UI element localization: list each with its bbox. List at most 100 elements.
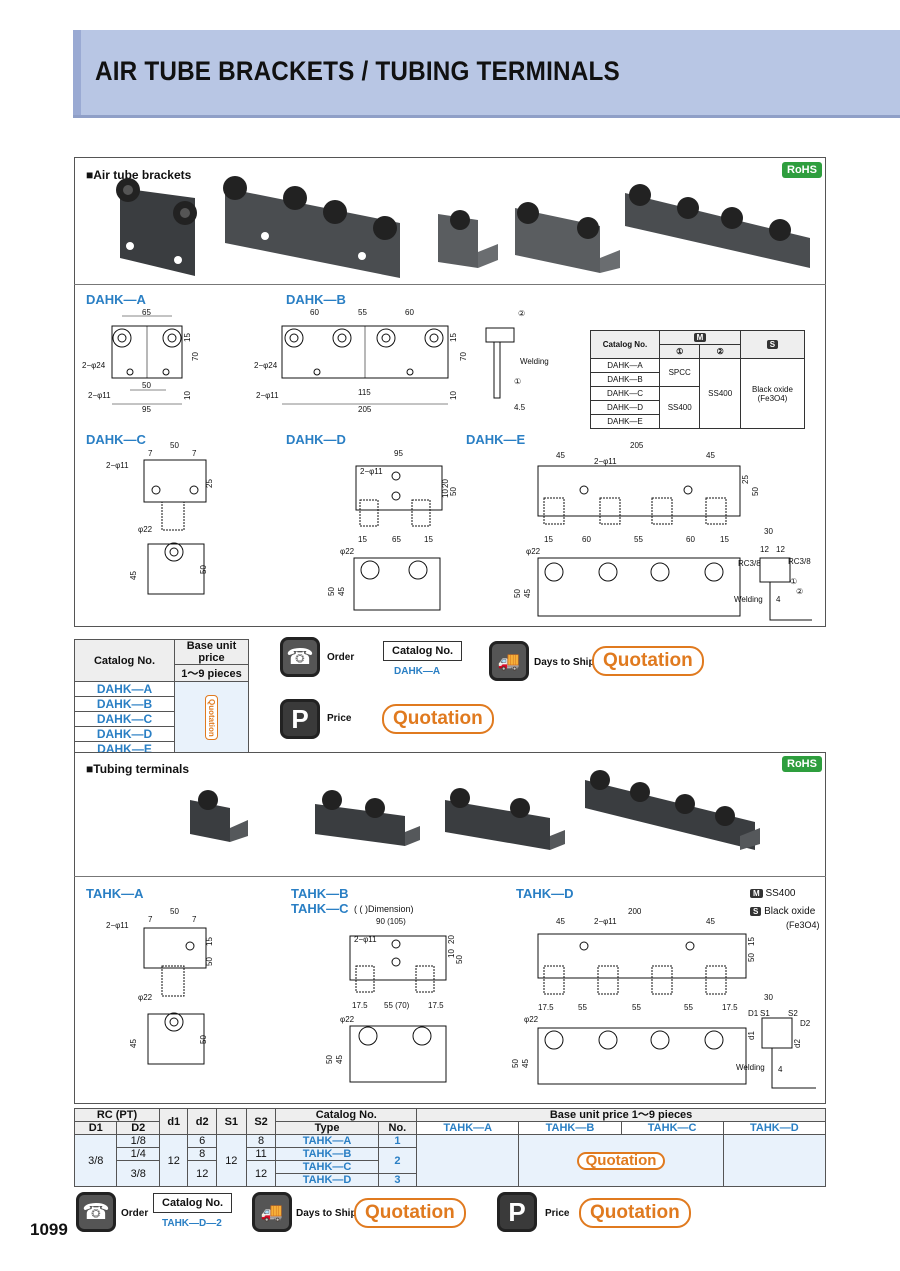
model-label-dahk-c: DAHK—C bbox=[86, 432, 146, 447]
svg-text:115: 115 bbox=[358, 388, 371, 397]
spec-s2-value-0: 8 bbox=[245, 1134, 277, 1148]
drawing-dahk-c: 50 7 7 2−φ11 25 φ22 45 50 bbox=[106, 441, 214, 595]
price-row-b: DAHK—B bbox=[74, 696, 175, 712]
quotation-badge: Quotation bbox=[205, 694, 218, 741]
svg-text:φ22: φ22 bbox=[138, 993, 153, 1002]
svg-text:7: 7 bbox=[148, 915, 153, 924]
photo-dahk-a bbox=[116, 178, 197, 276]
spec-d2s-value-1: 8 bbox=[187, 1147, 217, 1161]
photo-dahk-e bbox=[625, 184, 810, 268]
svg-text:50: 50 bbox=[199, 1035, 208, 1044]
svg-text:45: 45 bbox=[129, 571, 138, 580]
svg-text:50: 50 bbox=[170, 907, 179, 916]
spec-D1-header: D1 bbox=[73, 1121, 118, 1135]
model-label-tahk-a: TAHK—A bbox=[86, 886, 144, 901]
svg-text:45: 45 bbox=[556, 917, 565, 926]
spec-price-col-b: TAHK—B bbox=[518, 1121, 622, 1135]
svg-text:φ22: φ22 bbox=[524, 1015, 539, 1024]
photo-dahk-c bbox=[438, 210, 498, 268]
order-catalog-example: DAHK—A bbox=[394, 666, 441, 677]
photo-tahk-d bbox=[585, 770, 760, 850]
photo-tahk-b bbox=[315, 790, 420, 846]
drawing-tahk-bc: 90 (105) 2−φ11 20 10 50 17.5 55 (70) 17.… bbox=[325, 917, 464, 1083]
svg-text:Welding: Welding bbox=[520, 357, 549, 366]
svg-text:55 (70): 55 (70) bbox=[384, 1001, 410, 1010]
mat-m-header: M bbox=[658, 330, 741, 345]
svg-text:7: 7 bbox=[148, 449, 153, 458]
svg-text:17.5: 17.5 bbox=[352, 1001, 368, 1010]
mat-col1: ① bbox=[658, 344, 701, 359]
spec-price-quote-cell: Quotation bbox=[518, 1134, 724, 1187]
spec-type-0: TAHK—A bbox=[275, 1134, 379, 1148]
svg-text:50: 50 bbox=[747, 953, 756, 962]
spec-s2-value-2: 12 bbox=[245, 1160, 277, 1187]
brackets-divider bbox=[74, 284, 826, 285]
svg-text:45: 45 bbox=[706, 451, 715, 460]
model-label-dahk-b: DAHK—B bbox=[286, 292, 346, 307]
price-quotation-button[interactable]: Quotation bbox=[382, 704, 494, 734]
svg-text:20: 20 bbox=[441, 479, 450, 488]
svg-text:2−φ24: 2−φ24 bbox=[82, 361, 106, 370]
svg-text:RC3/8: RC3/8 bbox=[738, 559, 761, 568]
phone-icon: ☎ bbox=[280, 637, 320, 677]
terminals-divider bbox=[74, 876, 826, 877]
drawing-bracket-side: ② Welding ① 4.5 bbox=[485, 309, 549, 412]
svg-text:2−φ11: 2−φ11 bbox=[360, 467, 383, 476]
drawing-tahk-d: 200 45 2−φ11 45 15 50 17.5 55 55 55 17.5… bbox=[511, 907, 816, 1089]
spec-D2-header: D2 bbox=[116, 1121, 160, 1135]
order-label-terminals: Order bbox=[121, 1208, 149, 1219]
drawing-dahk-b: 60 55 60 2−φ24 2−φ11 115 205 70 15 10 bbox=[254, 308, 468, 414]
svg-text:50: 50 bbox=[455, 955, 464, 964]
svg-text:S2: S2 bbox=[788, 1009, 798, 1018]
svg-text:50: 50 bbox=[449, 487, 458, 496]
title-band: AIR TUBE BRACKETS / TUBING TERMINALS bbox=[73, 30, 900, 118]
phone-icon-terminals: ☎ bbox=[76, 1192, 116, 1232]
svg-text:d2: d2 bbox=[793, 1039, 802, 1048]
svg-text:17.5: 17.5 bbox=[428, 1001, 444, 1010]
svg-text:2−φ11: 2−φ11 bbox=[106, 921, 129, 930]
spec-d2-value-1: 1/4 bbox=[116, 1147, 160, 1161]
svg-text:D2: D2 bbox=[800, 1019, 811, 1028]
spec-quotation-button[interactable]: Quotation bbox=[576, 1151, 666, 1170]
svg-text:RC3/8: RC3/8 bbox=[788, 557, 811, 566]
spec-s1-value: 12 bbox=[215, 1134, 247, 1187]
days-quotation-button-terminals[interactable]: Quotation bbox=[354, 1198, 466, 1228]
svg-text:15: 15 bbox=[747, 937, 756, 946]
svg-text:50: 50 bbox=[511, 1059, 520, 1068]
spec-price-header: Base unit price 1〜9 pieces bbox=[416, 1108, 826, 1122]
brackets-section-label: ■Air tube brackets bbox=[86, 168, 192, 182]
spec-catalog-header: Catalog No. bbox=[275, 1108, 418, 1122]
price-qty-header: 1〜9 pieces bbox=[174, 664, 249, 682]
mat-row-e: DAHK—E bbox=[590, 414, 660, 429]
svg-text:15: 15 bbox=[205, 937, 214, 946]
mat-s-header: S bbox=[739, 330, 806, 359]
svg-text:2−φ11: 2−φ11 bbox=[106, 461, 129, 470]
mat-ss400-1: SS400 bbox=[658, 386, 701, 429]
photo-tahk-a bbox=[190, 790, 248, 842]
svg-text:50: 50 bbox=[199, 565, 208, 574]
spec-d2-value-0: 1/8 bbox=[116, 1134, 160, 1148]
svg-text:20: 20 bbox=[447, 935, 456, 944]
spec-no-header: No. bbox=[377, 1121, 418, 1135]
svg-text:45: 45 bbox=[337, 587, 346, 596]
svg-text:2−φ11: 2−φ11 bbox=[594, 917, 617, 926]
svg-text:200: 200 bbox=[628, 907, 642, 916]
price-quotation-button-terminals[interactable]: Quotation bbox=[579, 1198, 691, 1228]
spec-price-col-d: TAHK—D bbox=[722, 1121, 827, 1135]
svg-text:60: 60 bbox=[310, 308, 319, 317]
svg-text:45: 45 bbox=[523, 589, 532, 598]
svg-text:S1: S1 bbox=[760, 1009, 770, 1018]
svg-text:Welding: Welding bbox=[734, 595, 763, 604]
spec-type-3: TAHK—D bbox=[275, 1173, 379, 1187]
days-quotation-button[interactable]: Quotation bbox=[592, 646, 704, 676]
svg-text:7: 7 bbox=[192, 449, 197, 458]
svg-text:55: 55 bbox=[578, 1003, 587, 1012]
svg-text:φ22: φ22 bbox=[526, 547, 541, 556]
svg-text:55: 55 bbox=[684, 1003, 693, 1012]
svg-text:φ22: φ22 bbox=[340, 1015, 355, 1024]
svg-text:50: 50 bbox=[325, 1055, 334, 1064]
svg-text:②: ② bbox=[518, 309, 525, 318]
svg-text:55: 55 bbox=[634, 535, 643, 544]
svg-text:60: 60 bbox=[686, 535, 695, 544]
photo-tahk-c bbox=[445, 788, 565, 850]
